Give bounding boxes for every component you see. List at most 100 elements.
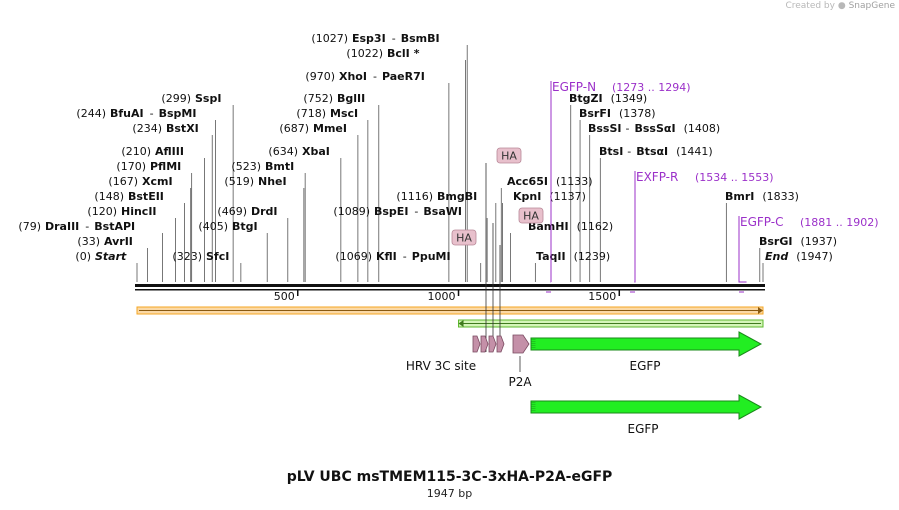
- enzyme-position: (148): [94, 190, 124, 203]
- enzyme-site-bsssi: BssSI-BssSαI(1408): [588, 122, 720, 135]
- enzyme-name: BclI: [387, 47, 410, 60]
- enzyme-position: (752): [303, 92, 333, 105]
- enzyme-position: (1116): [396, 190, 433, 203]
- ha-tag: HA: [518, 207, 544, 224]
- enzyme-name: KpnI: [513, 190, 541, 203]
- enzyme-separator: -: [373, 70, 377, 83]
- enzyme-position: (120): [87, 205, 117, 218]
- enzyme-site-bmgbi: (1116)BmgBI: [396, 190, 477, 203]
- enzyme-site-bstxi: (234)BstXI: [132, 122, 198, 135]
- enzyme-name: HincII: [121, 205, 157, 218]
- enzyme-name: MmeI: [313, 122, 347, 135]
- enzyme-position: (634): [268, 145, 298, 158]
- enzyme-name: DrdI: [251, 205, 278, 218]
- enzyme-position: (0): [75, 250, 91, 263]
- enzyme-position: (1378): [619, 107, 656, 120]
- enzyme-site-taqii: TaqII(1239): [536, 250, 610, 263]
- enzyme-name: PflMI: [150, 160, 181, 173]
- ha-tag: HA: [451, 229, 477, 246]
- enzyme-position: (1027): [311, 32, 348, 45]
- enzyme-site-acc65i: Acc65I(1133): [507, 175, 593, 188]
- enzyme-position: (1022): [346, 47, 383, 60]
- enzyme-position: (1239): [574, 250, 611, 263]
- hrv3c-ha-arrow: [496, 335, 505, 353]
- enzyme-site-bmri: BmrI(1833): [725, 190, 799, 203]
- enzyme-site-kfli: (1069)KflI-PpuMI: [335, 250, 450, 263]
- enzyme-position: (244): [76, 107, 106, 120]
- orange-track-arrow: [758, 307, 763, 314]
- ha-tag-label: HA: [501, 150, 517, 163]
- enzyme-position: (1162): [577, 220, 614, 233]
- enzyme-name-2: PaeR7I: [382, 70, 425, 83]
- enzyme-site-avrii: (33)AvrII: [77, 235, 133, 248]
- watermark-brand: SnapGene: [848, 1, 895, 11]
- enzyme-name: NheI: [258, 175, 287, 188]
- enzyme-name-2: BssSαI: [635, 122, 676, 135]
- enzyme-site-bmti: (523)BmtI: [231, 160, 294, 173]
- enzyme-name: DraIII: [45, 220, 79, 233]
- enzyme-name: Start: [95, 250, 127, 263]
- primer-bracket: [634, 171, 636, 283]
- enzyme-site-draiii: (79)DraIII-BstAPI: [18, 220, 135, 233]
- enzyme-name: BmtI: [265, 160, 294, 173]
- enzyme-labels: (1027)Esp3I-BsmBI(1022)BclI*(970)XhoI-Pa…: [18, 32, 837, 263]
- enzyme-name: BtgI: [232, 220, 258, 233]
- enzyme-position: (1408): [684, 122, 721, 135]
- green-track-arrow: [458, 320, 464, 327]
- enzyme-position: (1947): [796, 250, 833, 263]
- ruler-tick-label: 500: [274, 290, 295, 303]
- enzyme-position: (299): [161, 92, 191, 105]
- enzyme-site-xcmi: (167)XcmI: [108, 175, 172, 188]
- primer-range: (1534 .. 1553): [695, 171, 774, 184]
- enzyme-position: (405): [198, 220, 228, 233]
- primer-annotations: EGFP-N(1273 .. 1294)EXFP-R(1534 .. 1553)…: [546, 80, 879, 293]
- primer-name: EGFP-N: [552, 80, 596, 94]
- primer-exfp-r: EXFP-R(1534 .. 1553): [630, 170, 774, 293]
- enzyme-name-2: BtsαI: [636, 145, 668, 158]
- enzyme-name: SfcI: [206, 250, 229, 263]
- feature-label: EGFP: [627, 422, 658, 436]
- enzyme-position: (33): [77, 235, 100, 248]
- enzyme-site-bsrfi: BsrFI(1378): [579, 107, 656, 120]
- enzyme-name: BfuAI: [110, 107, 144, 120]
- enzyme-name: KflI: [376, 250, 397, 263]
- map-title: pLV UBC msTMEM115-3C-3xHA-P2A-eGFP: [286, 469, 613, 485]
- enzyme-separator: -: [403, 250, 407, 263]
- primer-range: (1881 .. 1902): [800, 216, 879, 229]
- enzyme-position: (323): [172, 250, 202, 263]
- enzyme-position: (1349): [611, 92, 648, 105]
- snapgene-logo-icon: ●: [837, 1, 846, 11]
- enzyme-position: (1137): [549, 190, 586, 203]
- enzyme-site-esp3i: (1027)Esp3I-BsmBI: [311, 32, 439, 45]
- enzyme-name: BtgZI: [569, 92, 603, 105]
- primer-egfp-c: EGFP-C(1881 .. 1902): [738, 215, 879, 293]
- enzyme-position: (1069): [335, 250, 372, 263]
- enzyme-name: XbaI: [302, 145, 330, 158]
- enzyme-site-xhoi: (970)XhoI-PaeR7I: [305, 70, 424, 83]
- enzyme-name: BstXI: [166, 122, 199, 135]
- enzyme-position: (1133): [556, 175, 593, 188]
- enzyme-site-hincii: (120) HincII: [87, 205, 156, 218]
- enzyme-site-end: End(1947): [765, 250, 833, 263]
- ruler-tick-label: 1000: [428, 290, 456, 303]
- enzyme-position: (210): [121, 145, 151, 158]
- enzyme-position: (167): [108, 175, 138, 188]
- enzyme-position: (1089): [333, 205, 370, 218]
- enzyme-name-2: BspMI: [159, 107, 197, 120]
- feature-label: EGFP: [629, 359, 660, 373]
- enzyme-name-2: BsaWI: [423, 205, 462, 218]
- watermark-prefix: Created by: [785, 1, 835, 11]
- enzyme-name-2: BstAPI: [94, 220, 135, 233]
- sequence-ruler: 500 1000 1500: [135, 284, 765, 303]
- enzyme-site-sfci: (323) SfcI: [172, 250, 229, 263]
- enzyme-position: (79): [18, 220, 41, 233]
- enzyme-name: MscI: [330, 107, 358, 120]
- p2a-arrow: [512, 334, 530, 354]
- enzyme-position: (170): [116, 160, 146, 173]
- ruler-tick-label: 1500: [588, 290, 616, 303]
- sequence-length: 1947 bp: [426, 487, 473, 500]
- enzyme-name: AflIII: [155, 145, 184, 158]
- enzyme-site-bsteii: (148)BstEII: [94, 190, 163, 203]
- feature-label: HRV 3C site: [406, 359, 476, 373]
